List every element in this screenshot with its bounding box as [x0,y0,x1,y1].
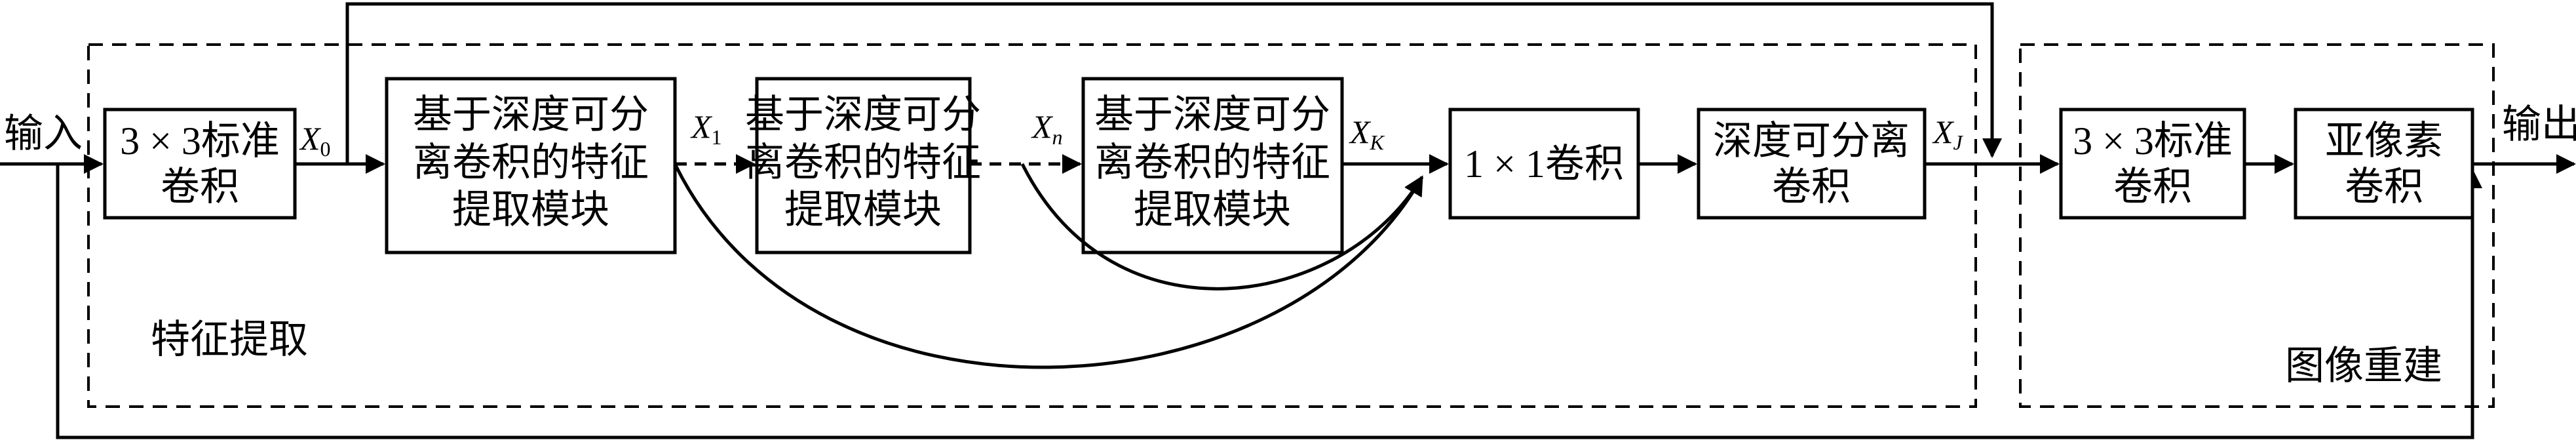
input-label: 输入 [4,112,83,155]
feature-extraction-label: 特征提取 [151,318,308,361]
signal-x0-label: X0 [299,120,331,161]
signal-xn-label: Xn [1031,108,1063,149]
dsck-line2: 离卷积的特征 [1094,141,1330,184]
dsck-line3: 提取模块 [1134,188,1291,232]
dscn-line3: 提取模块 [784,188,942,232]
signal-x1-label: X1 [690,108,722,149]
output-label: 输出 [2502,103,2576,146]
top-skip-connection [345,2,2002,164]
dsc-module-k [1081,77,1344,254]
skip-curve-xn [1020,163,1424,291]
dwsep-line2: 卷积 [1772,165,1851,209]
dsc1-line1: 基于深度可分 [413,93,649,136]
depthwise-separable-conv-block [1697,108,1927,220]
image-reconstruction-region [2019,43,2495,408]
dscn-line1: 基于深度可分 [745,93,981,136]
dsc1-line2: 离卷积的特征 [413,141,649,184]
dscn-line2: 离卷积的特征 [745,141,981,184]
global-skip-connection [56,164,2482,439]
signal-xk-label: XK [1349,113,1385,154]
image-reconstruction-label: 图像重建 [2285,344,2442,388]
dwsep-line1: 深度可分离 [1713,119,1910,163]
dsc-module-1 [385,77,677,254]
skip-curve-x1 [673,163,1424,369]
subpixel-line1: 亚像素 [2325,119,2443,163]
subpixel-line2: 卷积 [2345,165,2423,209]
conv3x3-line1: 3 × 3标准 [120,119,280,163]
dsck-line1: 基于深度可分 [1094,93,1330,136]
recon-conv-line1: 3 × 3标准 [2073,119,2233,163]
conv1x1-label: 1 × 1卷积 [1464,142,1624,186]
conv3x3-block [103,108,297,220]
conv3x3-line2: 卷积 [161,165,239,209]
signal-xj-label: XJ [1932,113,1964,154]
dsc-module-n [755,77,972,254]
dsc1-line3: 提取模块 [452,188,609,232]
recon-conv-line2: 卷积 [2113,165,2192,209]
feature-extraction-region [87,43,1977,408]
